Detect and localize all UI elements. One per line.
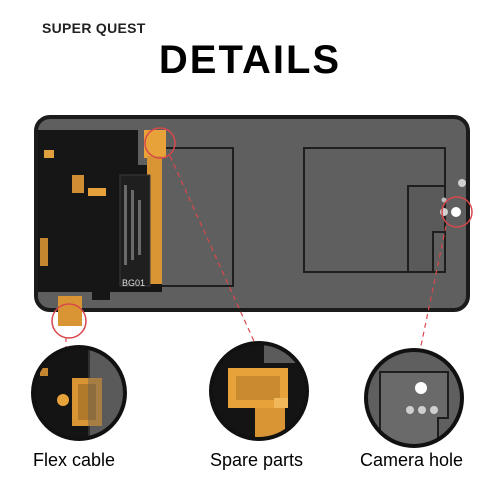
notch-outline <box>407 185 446 273</box>
board-label: BG01 <box>122 278 145 288</box>
camera-hole <box>451 207 461 217</box>
flex-cable-top <box>144 130 166 158</box>
caption-camera-hole: Camera hole <box>360 450 464 470</box>
camera-dot-side <box>441 197 447 203</box>
zoom-camera-hole <box>366 350 462 446</box>
highlight-circle-spare <box>144 127 176 159</box>
page-title: DETAILS <box>158 38 342 82</box>
highlight-circle-camera <box>441 196 473 228</box>
camera-dot-left <box>440 208 448 216</box>
zoom-flex-cable <box>33 347 125 439</box>
flex-connector-bottom <box>58 296 82 326</box>
caption-flex-cable: Flex cable <box>33 450 116 470</box>
highlight-circle-flex <box>51 303 87 339</box>
flex-component-4 <box>40 238 48 266</box>
camera-dot-top <box>458 179 466 187</box>
zoom-spare-parts <box>211 343 307 439</box>
flex-component-3 <box>88 188 106 196</box>
caption-spare-parts: Spare parts <box>210 450 304 470</box>
flex-cable-strip <box>147 156 162 284</box>
board-printed-text <box>124 185 141 265</box>
flex-trace <box>119 174 151 287</box>
brand-logo: SUPER QUEST <box>42 20 146 36</box>
flex-component-1 <box>44 150 54 158</box>
flex-component-2 <box>72 175 84 193</box>
connector-line-camera <box>417 225 447 361</box>
